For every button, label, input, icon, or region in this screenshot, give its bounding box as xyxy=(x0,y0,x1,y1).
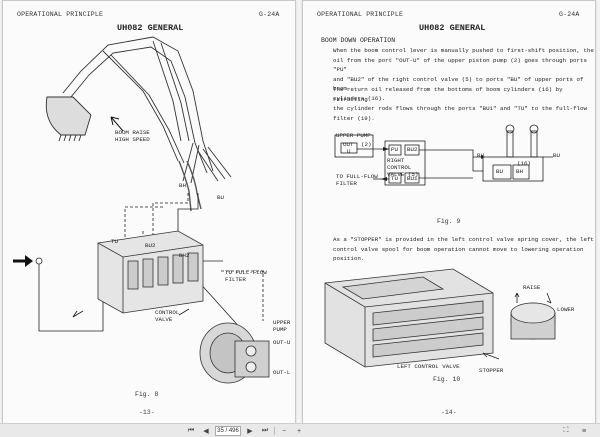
prev-page-icon: ◀ xyxy=(203,428,209,435)
last-page-button[interactable]: ⏭ xyxy=(259,426,271,437)
fullscreen-button[interactable]: ⛶ xyxy=(560,426,572,437)
label-stopper: STOPPER xyxy=(479,367,504,374)
label-bu: BU xyxy=(217,194,224,201)
zoom-out-button[interactable]: − xyxy=(278,426,290,437)
left-control-valve-drawing xyxy=(324,268,556,368)
diagram-cyl-bu: BU xyxy=(496,168,503,175)
label-boom-raise: BOOM RAISE HIGH SPEED xyxy=(115,129,150,143)
diagram-cyl-bh: BH xyxy=(516,168,523,175)
page-14: OPERATIONAL PRINCIPLE G-24A UH082 GENERA… xyxy=(302,0,596,424)
prev-page-button[interactable]: ◀ xyxy=(200,426,212,437)
diagram-out: OUT xyxy=(343,141,354,148)
page-number: -14- xyxy=(441,409,457,416)
first-page-icon: ⏮ xyxy=(187,427,195,434)
diagram-right-control-valve: RIGHT CONTROL VALVE (5) xyxy=(387,157,419,178)
diagram-to-full-flow: TO FULL-FLOW FILTER xyxy=(336,173,378,187)
figure-10-caption: Fig. 10 xyxy=(433,376,461,383)
page-13: OPERATIONAL PRINCIPLE G-24A UH082 GENERA… xyxy=(2,0,296,424)
paragraph-3: As a "STOPPER" is provided in the left c… xyxy=(333,236,594,263)
boom-down-schematic xyxy=(334,124,553,186)
last-page-icon: ⏭ xyxy=(261,427,269,434)
label-out-l: OUT-L xyxy=(273,369,291,376)
zoom-out-icon: − xyxy=(281,427,287,435)
label-raise: RAISE xyxy=(523,284,541,291)
page-number-input[interactable]: 35 / 496 xyxy=(215,426,241,436)
page-code: G-24A xyxy=(559,11,580,18)
pdf-toolbar: ⏮ ◀ 35 / 496 ▶ ⏭ − + ⛶ ≡ xyxy=(0,423,600,437)
fullscreen-icon: ⛶ xyxy=(563,427,569,434)
label-lower: LOWER xyxy=(557,306,575,313)
paragraph-2: The return oil released from the bottoms… xyxy=(333,86,587,122)
paragraph-1: When the boom control lever is manually … xyxy=(333,47,594,102)
first-page-button[interactable]: ⏮ xyxy=(185,426,197,437)
label-bh2: BH2 xyxy=(179,252,190,259)
diagram-cylinder-number: (16) xyxy=(517,160,531,167)
label-out-u: OUT-U xyxy=(273,339,291,346)
toolbar-right: ⛶ ≡ xyxy=(560,425,590,437)
label-left-control-valve: LEFT CONTROL VALVE xyxy=(397,363,460,370)
page-header: OPERATIONAL PRINCIPLE xyxy=(17,11,104,18)
diagram-pump-number: (2) xyxy=(361,141,372,148)
diagram-bh: BH xyxy=(477,152,484,159)
diagram-bu1: BU1 xyxy=(407,175,418,182)
next-page-button[interactable]: ▶ xyxy=(244,426,256,437)
menu-icon: ≡ xyxy=(581,427,587,435)
label-tu: TU xyxy=(111,238,118,245)
page-navigation: ⏮ ◀ 35 / 496 ▶ ⏭ − + xyxy=(185,425,305,437)
section-heading: BOOM DOWN OPERATION xyxy=(321,37,396,44)
label-bh: BH xyxy=(179,182,186,189)
diagram-u: U xyxy=(347,148,351,155)
next-page-icon: ▶ xyxy=(247,428,253,435)
label-bu2: BU2 xyxy=(145,242,156,249)
document-viewer: OPERATIONAL PRINCIPLE G-24A UH082 GENERA… xyxy=(2,0,596,424)
diagram-upper-pump: UPPER PUMP xyxy=(336,132,371,139)
figure-9-caption: Fig. 9 xyxy=(437,218,461,225)
label-upper-pump: UPPER PUMP xyxy=(273,319,291,333)
figure-caption: Fig. 8 xyxy=(135,391,159,398)
page-code: G-24A xyxy=(259,11,280,18)
page-title: UH082 GENERAL xyxy=(117,23,184,33)
diagram-bu: BU xyxy=(553,152,560,159)
page-header: OPERATIONAL PRINCIPLE xyxy=(317,11,404,18)
diagram-pu: PU xyxy=(391,146,398,153)
zoom-in-button[interactable]: + xyxy=(293,426,305,437)
page-title: UH082 GENERAL xyxy=(419,23,486,33)
toolbar-separator xyxy=(274,427,275,435)
menu-button[interactable]: ≡ xyxy=(578,426,590,437)
page-number: -13- xyxy=(139,409,155,416)
diagram-bu2: BU2 xyxy=(407,146,418,153)
zoom-in-icon: + xyxy=(296,427,302,435)
diagram-tu: TU xyxy=(391,175,398,182)
label-to-full-flow: TO FULL-FLOW FILTER xyxy=(225,269,267,283)
boom-hydraulic-diagram xyxy=(13,36,270,384)
label-control-valve: CONTROL VALVE xyxy=(155,309,180,323)
